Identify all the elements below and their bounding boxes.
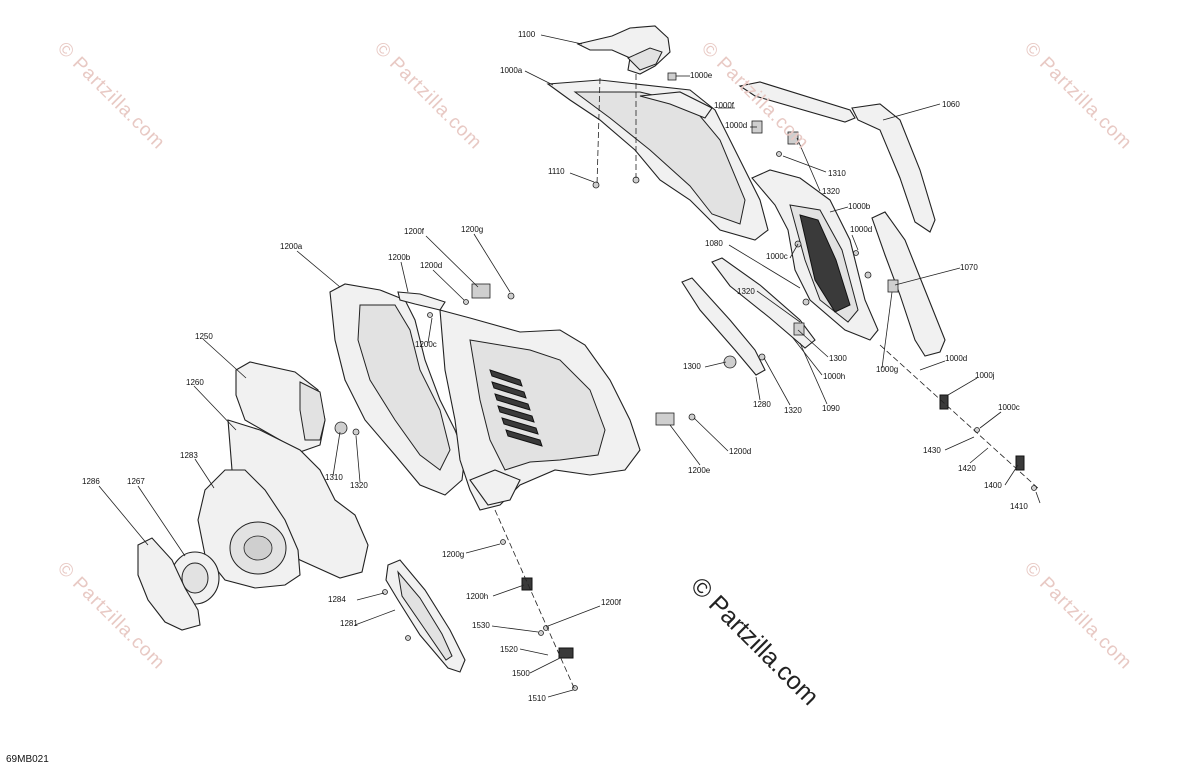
callout-1200d: 1200d	[729, 447, 752, 456]
callout-1110: 1110	[548, 167, 565, 176]
callout-1200a: 1200a	[280, 242, 303, 251]
part-1080-strip	[711, 257, 816, 349]
part-1060-side-panel	[851, 103, 936, 233]
callout-1300: 1300	[829, 354, 847, 363]
callout-1320: 1320	[822, 187, 840, 196]
callout-1200f: 1200f	[601, 598, 622, 607]
callout-1320: 1320	[350, 481, 368, 490]
callout-1070: 1070	[960, 263, 978, 272]
callout-1281: 1281	[340, 619, 358, 628]
callout-1320: 1320	[737, 287, 755, 296]
callout-1420: 1420	[958, 464, 976, 473]
callout-1000b: 1000b	[848, 202, 871, 211]
callout-1000h: 1000h	[823, 372, 846, 381]
part-1280-strip	[681, 277, 766, 376]
callout-1510: 1510	[528, 694, 546, 703]
callout-1000f: 1000f	[714, 101, 735, 110]
callout-1000d: 1000d	[945, 354, 968, 363]
callout-1200f: 1200f	[404, 227, 425, 236]
callout-1100: 1100	[518, 30, 536, 39]
callout-1090: 1090	[822, 404, 840, 413]
callout-1000c: 1000c	[766, 252, 788, 261]
callout-1080: 1080	[705, 239, 723, 248]
callout-1320: 1320	[784, 406, 802, 415]
drawing-code: 69MB021	[6, 754, 49, 765]
callout-1520: 1520	[500, 645, 518, 654]
callout-1284: 1284	[328, 595, 346, 604]
callout-1286: 1286	[82, 477, 100, 486]
callout-1530: 1530	[472, 621, 490, 630]
part-1060-strip	[738, 81, 856, 123]
leader-lines	[98, 34, 1041, 698]
callout-1410: 1410	[1010, 502, 1028, 511]
callout-1200e: 1200e	[688, 466, 711, 475]
part-1286-cover	[137, 537, 201, 631]
callout-1267: 1267	[127, 477, 145, 486]
callout-1200h: 1200h	[466, 592, 489, 601]
callout-1310: 1310	[828, 169, 846, 178]
callout-1200d: 1200d	[420, 261, 443, 270]
callout-1200b: 1200b	[388, 253, 411, 262]
callout-1000d: 1000d	[850, 225, 873, 234]
callout-1000c: 1000c	[998, 403, 1020, 412]
callout-1280: 1280	[753, 400, 771, 409]
callout-1200g: 1200g	[442, 550, 465, 559]
callout-1200c: 1200c	[415, 340, 437, 349]
callout-1250: 1250	[195, 332, 213, 341]
callout-1000j: 1000j	[975, 371, 995, 380]
vent-slats	[489, 369, 543, 447]
callout-1430: 1430	[923, 446, 941, 455]
callout-1000d: 1000d	[725, 121, 748, 130]
callout-1283: 1283	[180, 451, 198, 460]
callout-1060: 1060	[942, 100, 960, 109]
callout-1500: 1500	[512, 669, 530, 678]
callout-1000a: 1000a	[500, 66, 523, 75]
callout-1200g: 1200g	[461, 225, 484, 234]
callout-1300: 1300	[683, 362, 701, 371]
hardware-fasteners	[334, 72, 1037, 691]
callout-1000e: 1000e	[690, 71, 713, 80]
part-1070-panel	[871, 211, 946, 357]
callout-1310: 1310	[325, 473, 343, 482]
callout-1260: 1260	[186, 378, 204, 387]
callout-1400: 1400	[984, 481, 1002, 490]
callout-1000g: 1000g	[876, 365, 899, 374]
